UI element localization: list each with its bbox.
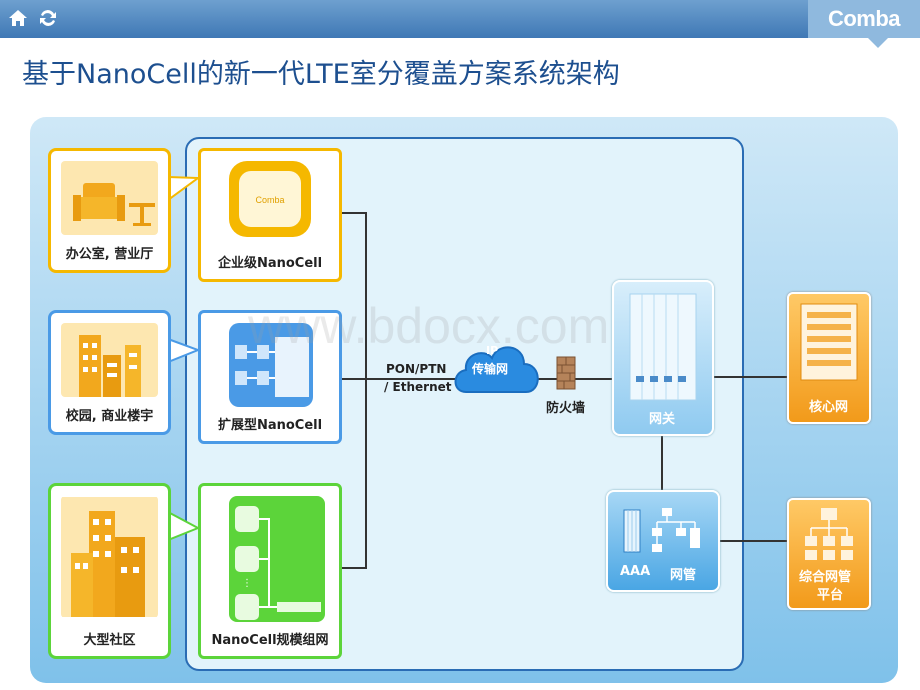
scene-office-label: 办公室, 营业厅: [65, 247, 154, 262]
gateway-rack-icon: [629, 293, 697, 401]
sofa-table-icon: [61, 161, 158, 235]
aggregation-line: [336, 212, 367, 569]
buildings-icon: [61, 323, 158, 397]
firewall-label: 防火墙: [546, 401, 586, 416]
firewall-icon: [556, 356, 576, 390]
nms-tree-icon: [805, 508, 853, 560]
device-network-label: NanoCell规模组网: [211, 633, 329, 648]
transport-label-line2: / Ethernet: [384, 380, 452, 394]
network-nanocell-icon: ⋮: [229, 496, 325, 622]
apartment-blocks-icon: [61, 497, 158, 617]
cloud-label-line1: IP: [486, 344, 499, 357]
svg-text:⋮: ⋮: [242, 578, 252, 589]
sync-icon[interactable]: [36, 6, 60, 30]
cloud-label-line2: 传输网: [472, 362, 509, 376]
aaa-label: AAA: [620, 564, 651, 579]
pointer-community: [167, 510, 201, 542]
home-icon[interactable]: [6, 6, 30, 30]
gateway-node: 网关: [612, 280, 714, 436]
scene-campus-label: 校园, 商业楼宇: [65, 409, 154, 424]
device-badge: Comba: [255, 195, 284, 205]
page-title: 基于NanoCell的新一代LTE室分覆盖方案系统架构: [22, 59, 620, 90]
server-network-icon: [623, 508, 700, 553]
core-network-node: 核心网: [787, 292, 871, 424]
nms-label-line1: 综合网管: [799, 570, 852, 585]
ip-cloud-icon: [454, 346, 539, 393]
scene-office: 办公室, 营业厅: [48, 148, 171, 273]
pointer-campus: [167, 337, 201, 364]
watermark: www.bdocx.com: [248, 298, 610, 354]
core-rack-icon: [800, 303, 858, 381]
aaa-mgmt-node: AAA 网管: [606, 490, 720, 592]
pointer-office: [167, 175, 201, 202]
comba-logo: Comba: [827, 6, 901, 31]
device-extended: 扩展型NanoCell: [198, 310, 342, 444]
logo-tab: [808, 0, 920, 48]
top-bar: Comba: [0, 0, 920, 48]
device-enterprise: Comba 企业级NanoCell: [198, 148, 342, 282]
enterprise-nanocell-icon: Comba: [229, 161, 311, 237]
device-network: ⋮ NanoCell规模组网: [198, 483, 342, 659]
scene-community: 大型社区: [48, 483, 171, 659]
mgmt-label: 网管: [670, 568, 697, 583]
nms-label-line2: 平台: [817, 588, 844, 603]
core-label: 核心网: [809, 400, 849, 415]
gateway-label: 网关: [649, 412, 676, 427]
nms-platform-node: 综合网管 平台: [787, 498, 871, 610]
scene-campus: 校园, 商业楼宇: [48, 310, 171, 435]
scene-community-label: 大型社区: [83, 633, 136, 648]
device-extended-label: 扩展型NanoCell: [217, 418, 323, 433]
device-enterprise-label: 企业级NanoCell: [217, 256, 323, 271]
transport-label-line1: PON/PTN: [386, 362, 447, 376]
extended-nanocell-icon: [229, 323, 313, 407]
